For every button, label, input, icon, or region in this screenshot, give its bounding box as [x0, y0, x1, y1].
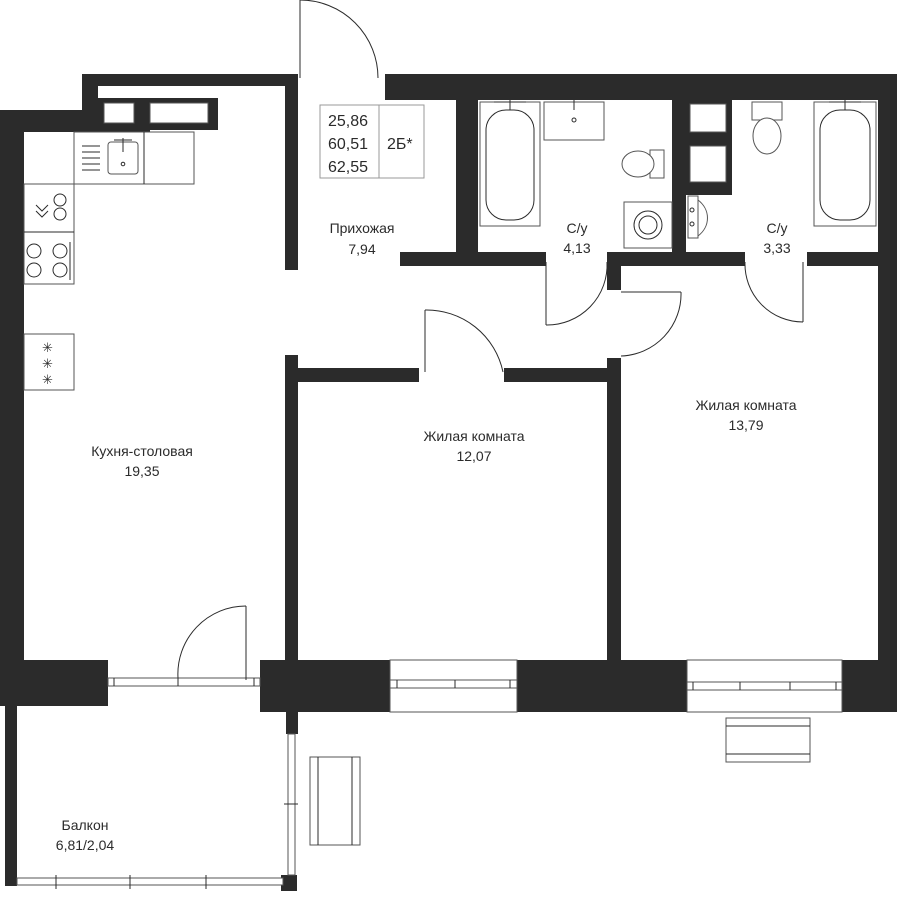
bedroom1-door: [424, 309, 504, 373]
fridge: [23, 333, 75, 391]
bathroom2-fixtures: [687, 98, 877, 239]
drainboard-icon: [82, 145, 100, 171]
wall-outer-top-left: [82, 74, 298, 86]
bathroom1-name: С/у: [567, 220, 588, 236]
bedroom2-door: [620, 291, 682, 357]
balcony-area: 6,81/2,04: [56, 837, 115, 853]
shaft-box-3: [689, 103, 727, 133]
entrance-door: [299, 0, 379, 79]
doors: [177, 0, 804, 680]
bath2-door: [744, 261, 804, 323]
toilet-icon: [621, 149, 665, 179]
shaft-box-4: [689, 145, 727, 183]
wall-bath1-bottom-right: [607, 252, 745, 266]
bathtub-icon: [479, 98, 541, 227]
toilet-icon: [751, 101, 783, 155]
kitchen-name: Кухня-столовая: [91, 443, 193, 459]
bathroom1-area: 4,13: [563, 240, 590, 256]
fridge-icon: ✳ ✳ ✳: [42, 340, 53, 387]
svg-text:✳: ✳: [42, 372, 53, 387]
balcony-glazing: [16, 733, 298, 889]
hallway-area: 7,94: [348, 241, 375, 257]
room-labels: Прихожая 7,94 Кухня-столовая 19,35 Жилая…: [56, 220, 797, 853]
bedroom1-name: Жилая комната: [423, 428, 524, 444]
bedroom1-window: [389, 659, 518, 713]
balcony-door-window: [107, 677, 261, 687]
wall-bedroom1-top-right: [504, 368, 621, 382]
washbasin-icon: [543, 100, 605, 141]
wall-bottom-right: [842, 660, 897, 712]
wall-bottom-mid-1: [260, 660, 390, 712]
bath1-door: [545, 261, 608, 326]
kitchen-area: 19,35: [124, 463, 159, 479]
area-living-value: 25,86: [328, 113, 368, 130]
shaft-box-1: [103, 102, 135, 124]
wall-outer-top-right: [385, 74, 897, 100]
balcony-name: Балкон: [62, 817, 109, 833]
kitchen-fixtures: ✳ ✳ ✳: [23, 131, 195, 391]
radiator-icon: [309, 756, 361, 846]
wall-bath1-left: [456, 100, 478, 258]
dishwasher-icon: [35, 193, 67, 221]
shaft-box-2: [149, 102, 209, 124]
wall-kitchen-hall-lower: [285, 355, 298, 675]
bathroom2-name: С/у: [767, 220, 788, 236]
bathroom1-fixtures: [479, 98, 673, 249]
windows: [16, 659, 843, 889]
wall-bedroom-divider-stub: [607, 252, 621, 290]
area-info-box: 25,86 60,51 62,55 2Б*: [319, 104, 425, 179]
wall-bath1-bottom-left: [400, 252, 546, 266]
balcony-corner-post: [281, 875, 297, 891]
stove-icon: [24, 231, 74, 280]
kitchen-sink-icon: [107, 138, 139, 175]
hallway-name: Прихожая: [330, 220, 395, 236]
area-with-balcony-value: 62,55: [328, 159, 368, 176]
svg-text:✳: ✳: [42, 356, 53, 371]
balcony-wall-left: [5, 706, 17, 886]
balcony-post: [286, 712, 298, 734]
wall-outer-left: [0, 110, 24, 690]
bedroom2-name: Жилая комната: [695, 397, 796, 413]
radiator-icon: [725, 717, 811, 763]
bathtub-icon: [813, 98, 877, 227]
bathroom2-area: 3,33: [763, 240, 790, 256]
washbasin-icon: [687, 195, 708, 239]
wall-bedroom1-top-left: [285, 368, 419, 382]
bedroom2-area: 13,79: [728, 417, 763, 433]
apartment-type-label: 2Б*: [387, 136, 413, 153]
wall-kitchen-hall-upper: [285, 80, 298, 270]
bedroom1-area: 12,07: [456, 448, 491, 464]
wall-bedroom-divider: [607, 358, 621, 678]
wall-bath-top-right: [878, 100, 897, 690]
wall-bath2-bottom-right: [807, 252, 897, 266]
wall-bottom-mid-2: [517, 660, 687, 712]
bedroom2-window: [686, 659, 843, 713]
wall-kitchen-corner: [82, 74, 98, 130]
washing-machine-icon: [623, 201, 673, 249]
walls: [0, 74, 897, 891]
area-total-value: 60,51: [328, 136, 368, 153]
svg-text:✳: ✳: [42, 340, 53, 355]
balcony-door: [177, 605, 247, 680]
wall-bath-partition: [672, 100, 686, 255]
wall-bottom-left: [0, 660, 108, 706]
